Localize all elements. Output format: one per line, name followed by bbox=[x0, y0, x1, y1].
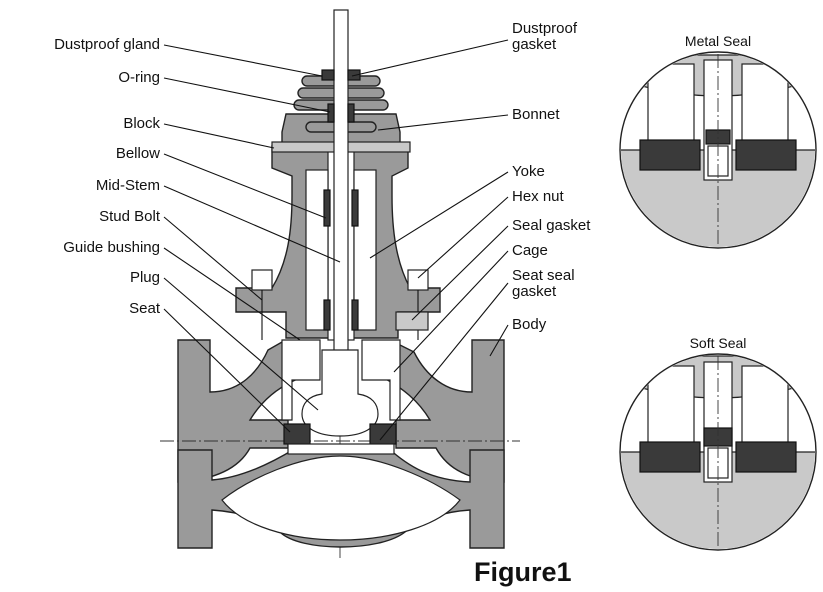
bellow bbox=[323, 189, 359, 331]
bellow-chamber-left bbox=[305, 169, 329, 331]
stem bbox=[333, 9, 349, 361]
metal-seal-title: Metal Seal bbox=[685, 33, 751, 49]
label-cage: Cage bbox=[512, 242, 548, 259]
label-bonnet: Bonnet bbox=[512, 106, 560, 123]
figure-caption: Figure1 bbox=[474, 557, 572, 587]
dustproof-gland bbox=[321, 69, 335, 81]
valve-body bbox=[177, 339, 301, 483]
plug bbox=[301, 349, 379, 437]
valve-cross-section bbox=[160, 9, 520, 560]
right-labels: Dustproof gasket Bonnet Yoke Hex nut Sea… bbox=[512, 20, 591, 333]
label-o-ring: O-ring bbox=[118, 69, 160, 86]
label-seat: Seat bbox=[129, 300, 161, 317]
hex-nut-left bbox=[251, 269, 273, 291]
label-dustproof-gasket-line1: Dustproof bbox=[512, 20, 578, 37]
hex-nut-right bbox=[407, 269, 429, 291]
label-dustproof-gland: Dustproof gland bbox=[54, 36, 160, 53]
label-block: Block bbox=[123, 115, 160, 132]
left-labels: Dustproof gland O-ring Block Bellow Mid-… bbox=[54, 36, 161, 317]
soft-seal-title: Soft Seal bbox=[690, 335, 747, 351]
seat-ring bbox=[287, 443, 395, 455]
o-ring-right bbox=[347, 103, 355, 123]
seat-right bbox=[369, 423, 397, 445]
label-stud-bolt: Stud Bolt bbox=[99, 208, 161, 225]
label-body: Body bbox=[512, 316, 547, 333]
label-plug: Plug bbox=[130, 269, 160, 286]
metal-seal-detail: Metal Seal bbox=[619, 33, 817, 249]
label-yoke: Yoke bbox=[512, 163, 545, 180]
label-seat-seal-gasket-line1: Seat seal bbox=[512, 267, 575, 284]
label-hex-nut: Hex nut bbox=[512, 188, 565, 205]
soft-seal-detail: Soft Seal bbox=[619, 335, 817, 551]
seat-left bbox=[283, 423, 311, 445]
label-seat-seal-gasket-line2: gasket bbox=[512, 283, 557, 300]
label-mid-stem: Mid-Stem bbox=[96, 177, 160, 194]
valve-body-right bbox=[383, 339, 505, 483]
cage bbox=[281, 339, 401, 421]
bellow-chamber-right bbox=[353, 169, 377, 331]
label-dustproof-gasket-line2: gasket bbox=[512, 36, 557, 53]
label-guide-bushing: Guide bushing bbox=[63, 239, 160, 256]
label-seal-gasket: Seal gasket bbox=[512, 217, 591, 234]
body-lower-passage bbox=[221, 455, 461, 541]
seal-gasket bbox=[395, 311, 429, 331]
label-bellow: Bellow bbox=[116, 145, 160, 162]
o-ring-left bbox=[327, 103, 335, 123]
leader-lines bbox=[163, 39, 509, 441]
